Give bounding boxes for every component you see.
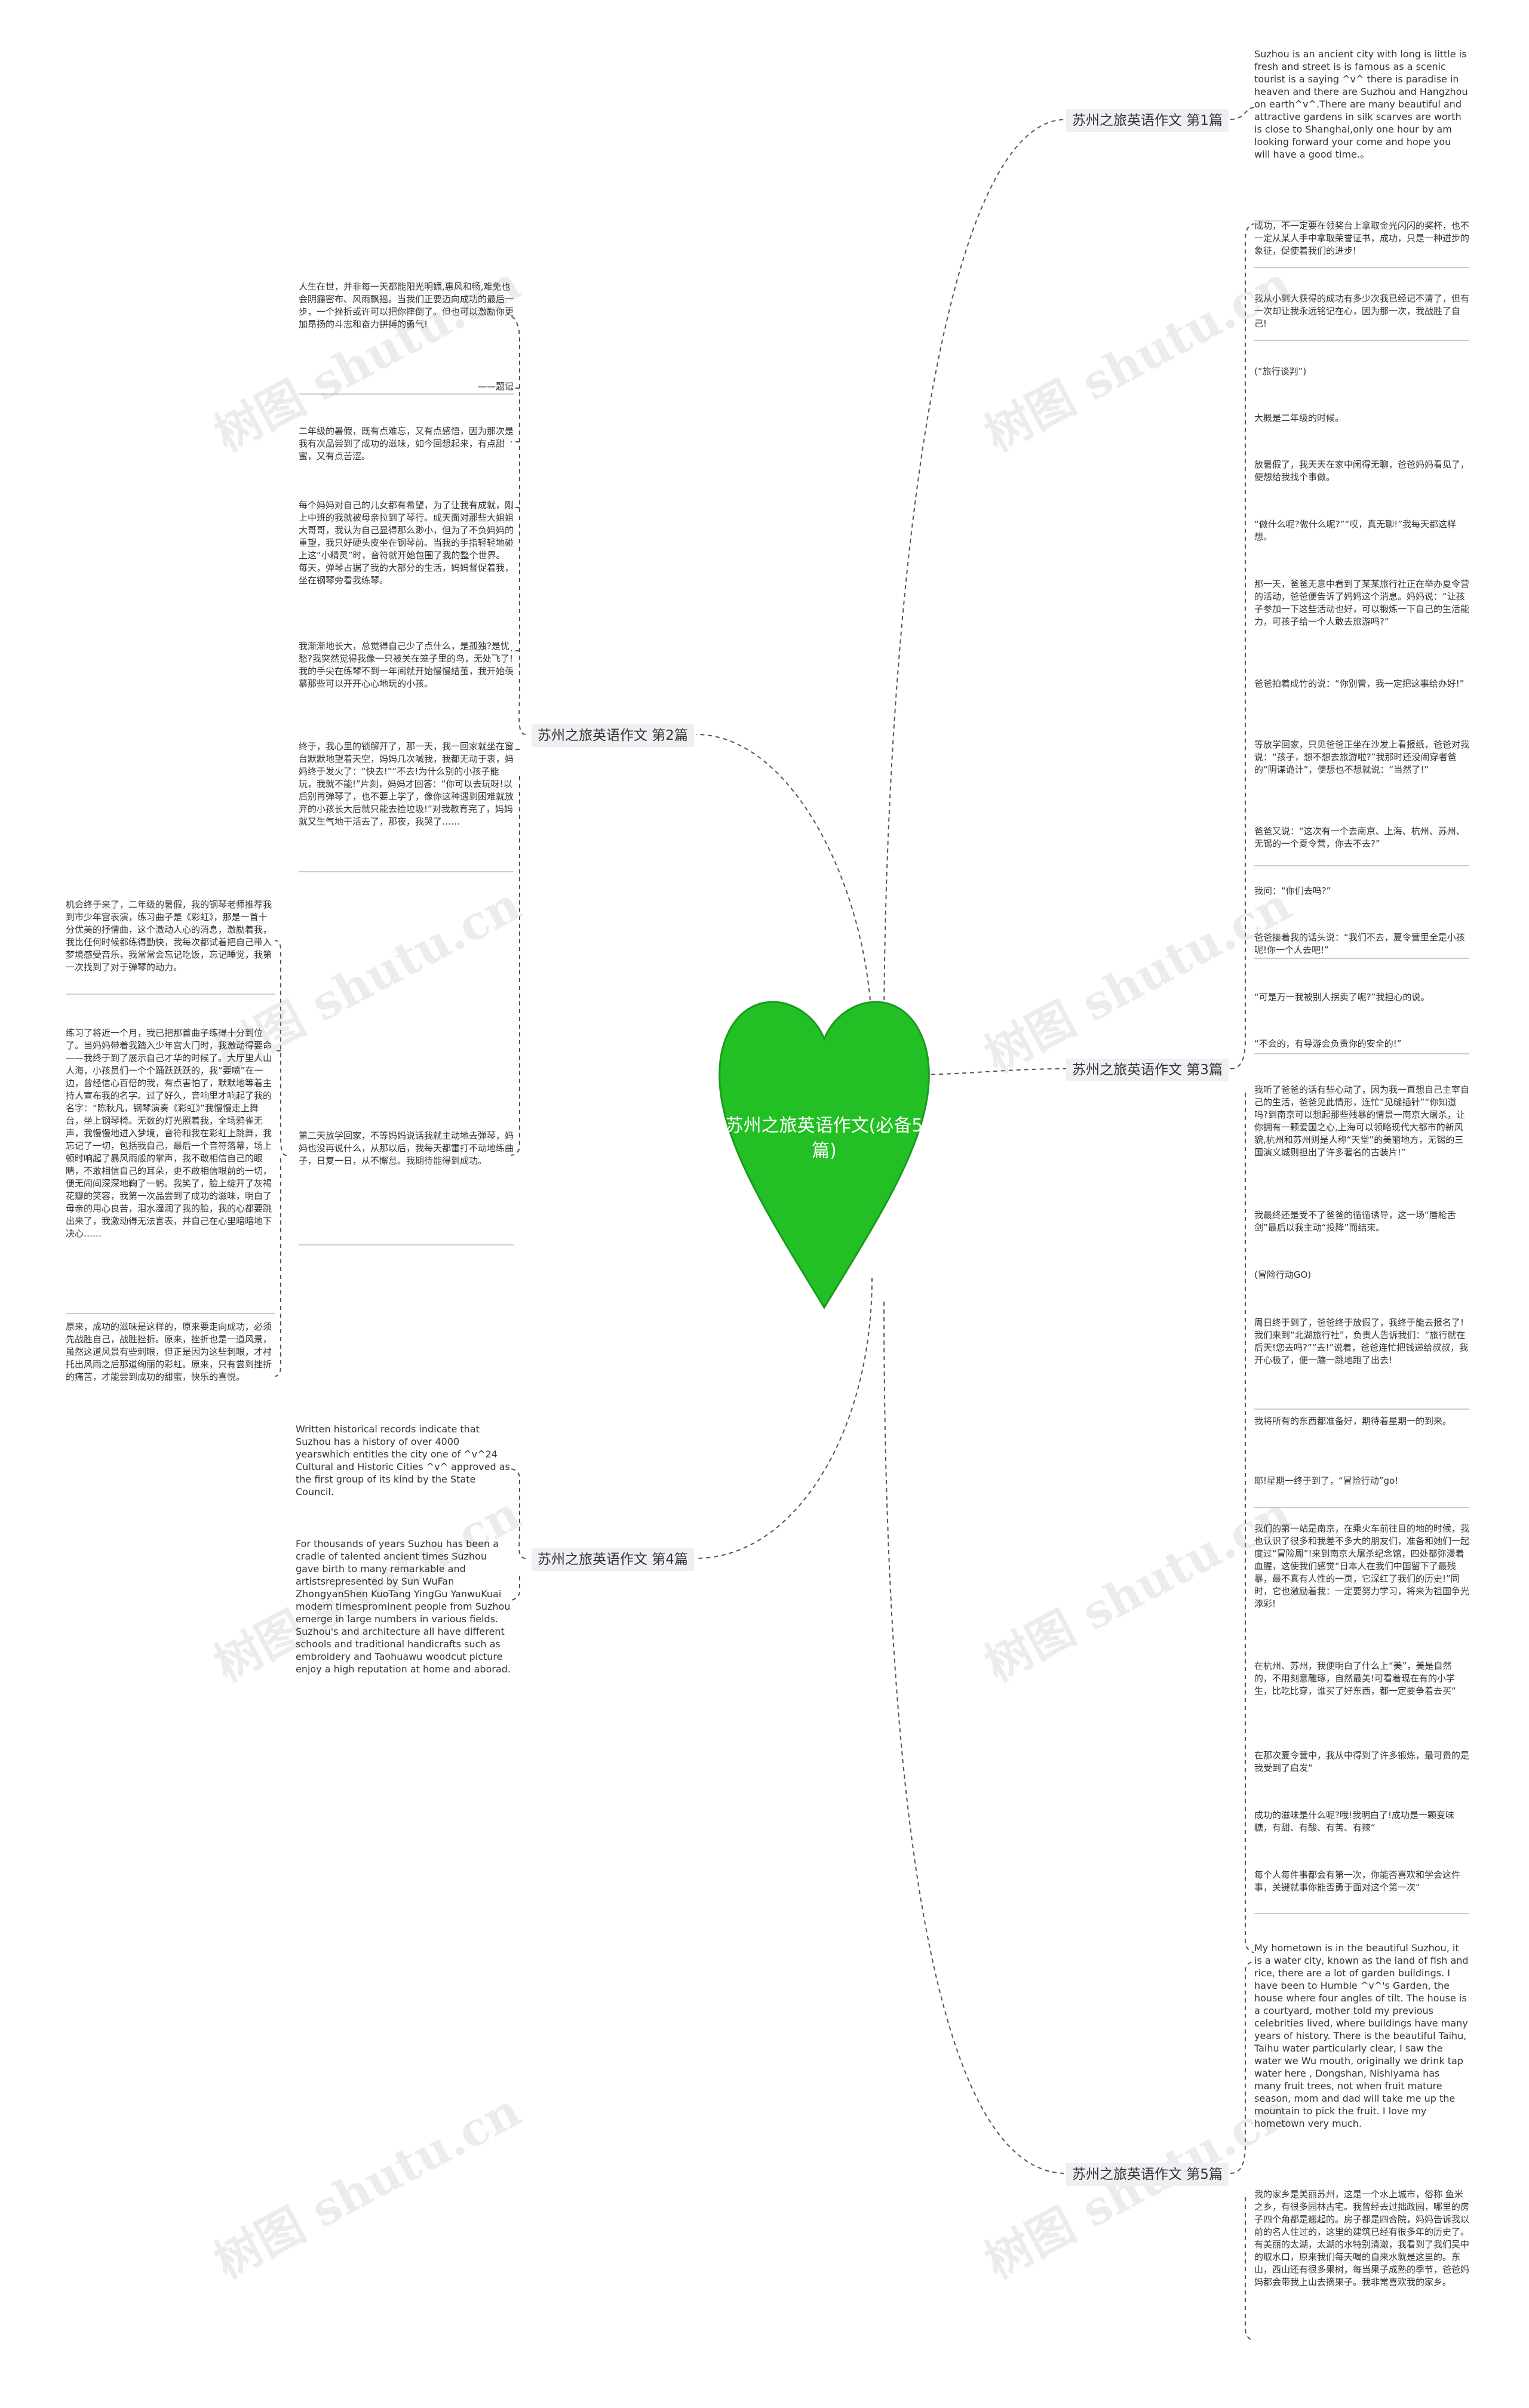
leaf-text: 在杭州、苏州，我便明白了什么上“美”，美是自然的，不用刻意雕琢，自然最美!可看着… xyxy=(1254,1660,1456,1696)
leaf-text: “做什么呢?做什么呢?”“哎，真无聊!”我每天都这样想。 xyxy=(1254,519,1457,542)
leaf-text: “可是万一我被别人拐卖了呢?”我担心的说。 xyxy=(1254,992,1430,1002)
leaf-text: 我问：“你们去吗?” xyxy=(1254,885,1331,896)
leaf-text: 大概是二年级的时候。 xyxy=(1254,413,1344,423)
leaf-text: 爸爸拍着成竹的说：“你别管，我一定把这事给办好!” xyxy=(1254,678,1464,689)
leaf-text: 我将所有的东西都准备好，期待着星期一的到来。 xyxy=(1254,1416,1452,1426)
branch-1[interactable]: 苏州之旅英语作文 第1篇 xyxy=(1066,109,1229,132)
leaf-text: 二年级的暑假，既有点难忘，又有点感悟，因为那次是我有次品尝到了成功的滋味，如今回… xyxy=(299,426,514,462)
leaf-text: 我从小到大获得的成功有多少次我已经记不清了，但有一次却让我永远铭记在心，因为那一… xyxy=(1254,293,1470,329)
branch-5[interactable]: 苏州之旅英语作文 第5篇 xyxy=(1066,2163,1229,2186)
leaf-text: 每个妈妈对自己的儿女都有希望，为了让我有成就，刚上中班的我就被母亲拉到了琴行。成… xyxy=(299,500,514,586)
leaf-text: 我的家乡是美丽苏州，这是一个水上城市，俗称 鱼米之乡，有很多园林古宅。我曾经去过… xyxy=(1254,2189,1470,2287)
leaf-text: 我渐渐地长大，总觉得自己少了点什么，是孤独?是忧愁?我突然觉得我像一只被关在笼子… xyxy=(299,641,514,689)
leaf-text: 原来，成功的滋味是这样的，原来要走向成功，必须先战胜自己，战胜挫折。原来，挫折也… xyxy=(66,1321,272,1382)
leaf-text: 每个人每件事都会有第一次，你能否喜欢和学会这件事，关键就事你能否勇于面对这个第一… xyxy=(1254,1869,1461,1893)
leaf-text: 耶!星期一终于到了，“冒险行动”go! xyxy=(1254,1475,1399,1486)
leaf-text: Written historical records indicate that… xyxy=(296,1423,510,1497)
leaf-text: 机会终于来了，二年级的暑假，我的钢琴老师推荐我到市少年宫表演，练习曲子是《彩虹》… xyxy=(66,899,272,973)
leaf-text: 爸爸又说：“这次有一个去南京、上海、杭州、苏州、无锡的一个夏令营，你去不去?” xyxy=(1254,826,1465,849)
leaf-text: 等放学回家，只见爸爸正坐在沙发上看报纸，爸爸对我说：“孩子，想不想去旅游啦?”我… xyxy=(1254,739,1470,775)
leaf-text: (冒险行动GO) xyxy=(1254,1269,1312,1280)
leaf-text: 爸爸接着我的话头说：“我们不去，夏令营里全是小孩呢!你一个人去吧!” xyxy=(1254,932,1465,955)
center-topic-title: 苏州之旅英语作文(必备5篇) xyxy=(725,1115,923,1161)
leaf-text: 我最终还是受不了爸爸的循循诱导，这一场“唇枪舌剑”最后以我主动“投降”而结束。 xyxy=(1254,1210,1456,1233)
leaf-text: “不会的，有导游会负责你的安全的!” xyxy=(1254,1038,1402,1049)
leaf-text: 第二天放学回家，不等妈妈说话我就主动地去弹琴，妈妈也没再说什么，从那以后，我每天… xyxy=(299,1130,514,1166)
branch-4[interactable]: 苏州之旅英语作文 第4篇 xyxy=(532,1548,694,1571)
leaf-text: 成功的滋味是什么呢?哦!我明白了!成功是一颗变味糖，有甜、有酸、有苦、有辣“ xyxy=(1254,1810,1454,1833)
heart-icon xyxy=(719,1001,930,1309)
branch-3[interactable]: 苏州之旅英语作文 第3篇 xyxy=(1066,1059,1229,1081)
leaf-text: 我们的第一站是南京，在乘火车前往目的地的时候，我也认识了很多和我差不多大的朋友们… xyxy=(1254,1523,1470,1609)
leaf-text: 终于，我心里的锁解开了，那一天，我一回家就坐在窗台默默地望着天空，妈妈几次喊我，… xyxy=(299,741,514,827)
leaf-text: 在那次夏令营中，我从中得到了许多锻炼，最可贵的是我受到了启发“ xyxy=(1254,1750,1470,1773)
branch-2[interactable]: 苏州之旅英语作文 第2篇 xyxy=(532,724,694,747)
leaf-text: 放暑假了，我天天在家中闲得无聊，爸爸妈妈看见了，便想给我找个事做。 xyxy=(1254,459,1470,482)
leaf-text: ——题记 xyxy=(478,381,514,392)
leaf-text: 练习了将近一个月，我已把那首曲子练得十分到位了。当妈妈带着我踏入少年宫大门时，我… xyxy=(66,1028,272,1239)
leaf-text: For thousands of years Suzhou has been a… xyxy=(296,1538,511,1675)
leaf-text: My hometown is in the beautiful Suzhou, … xyxy=(1254,1942,1469,2129)
leaf-text: 那一天，爸爸无意中看到了某某旅行社正在举办夏令营的活动，爸爸便告诉了妈妈这个消息… xyxy=(1254,579,1470,627)
center-topic-heart[interactable] xyxy=(717,982,932,1311)
leaf-text: 我听了爸爸的话有些心动了，因为我一直想自己主宰自己的生活，爸爸见此情形，连忙“见… xyxy=(1254,1084,1470,1158)
leaf-text: 周日终于到了，爸爸终于放假了，我终于能去报名了!我们来到“北湖旅行社”，负责人告… xyxy=(1254,1317,1469,1366)
leaf-text: (“旅行谈判”) xyxy=(1254,366,1307,377)
leaf-text: 人生在世，并非每一天都能阳光明媚,惠风和畅,难免也会阴霾密布、风雨飘摇。当我们正… xyxy=(299,281,514,330)
leaf-text: Suzhou is an ancient city with long is l… xyxy=(1254,48,1468,160)
leaf-text: 成功，不一定要在领奖台上拿取金光闪闪的奖杯，也不一定从某人手中拿取荣誉证书，成功… xyxy=(1254,220,1470,256)
